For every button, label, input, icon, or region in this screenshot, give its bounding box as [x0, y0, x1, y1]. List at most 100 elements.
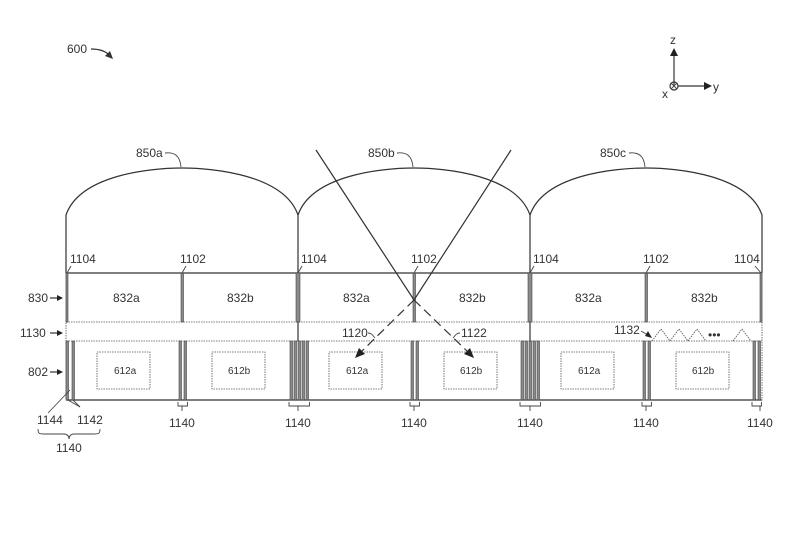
light-rays: 1120 1122 — [315, 149, 512, 358]
leader-1142a — [67, 399, 81, 408]
sensor-612a — [96, 351, 151, 390]
filter-label: 832b — [227, 291, 254, 305]
filter-label: 832b — [691, 291, 718, 305]
isolation-stripe — [642, 340, 646, 401]
isolation-label-1140: 1140 — [633, 416, 659, 430]
diffraction-teeth — [651, 328, 707, 342]
isolation-stripe — [532, 340, 536, 401]
diffraction-arrowhead — [645, 331, 652, 338]
lens-leader-850a — [164, 152, 182, 168]
sensor-612b — [211, 351, 266, 390]
filter-walls — [65, 272, 763, 341]
sensor-label: 612b — [228, 366, 251, 377]
layer-arrowhead — [57, 295, 63, 301]
wall-leader — [754, 265, 762, 274]
x-axis-label: x — [662, 87, 668, 101]
filter-label: 832a — [343, 291, 370, 305]
isolation-brace — [409, 402, 420, 411]
lens-label-850a: 850a — [136, 146, 163, 160]
y-axis-arrowhead — [704, 82, 712, 90]
isolation-brace — [641, 402, 652, 411]
layer-labels: 830 1130 802 — [20, 291, 63, 379]
wall-1104 — [295, 272, 301, 323]
wall-1102 — [644, 272, 648, 323]
isolation-stripe — [528, 340, 532, 401]
wall-label-1102: 1102 — [411, 252, 437, 266]
isolation-stripe — [410, 340, 414, 401]
ray-1122-arrowhead — [464, 348, 474, 358]
lens-label-850c: 850c — [600, 146, 626, 160]
sensor-boxes: 612a 612b 612a 612b 612a 612b — [96, 351, 730, 390]
lens-850c — [529, 167, 763, 273]
layer-arrowhead — [57, 369, 63, 375]
layer-arrowhead — [57, 330, 63, 336]
ray-label-1122: 1122 — [461, 326, 487, 340]
leader-1142b — [72, 399, 81, 408]
wall-1102 — [180, 272, 184, 323]
wall-1104 — [65, 272, 69, 323]
isolation-brace — [751, 402, 762, 411]
wall-leader — [645, 265, 651, 274]
diffraction-grating: 1132 ••• — [614, 323, 752, 342]
isolation-stripe — [71, 340, 75, 401]
isolation-stripe — [305, 340, 309, 401]
ray-label-1120: 1120 — [342, 326, 368, 340]
isolation-structures — [65, 340, 761, 401]
sensor-612b — [675, 351, 730, 390]
isolation-stripe — [301, 340, 305, 401]
isolation-detail: 1144 1142 1140 — [37, 389, 103, 455]
sensor-612a — [560, 351, 615, 390]
leader-1144 — [47, 389, 71, 414]
isolation-brace — [177, 402, 188, 411]
isolation-stripe — [757, 340, 761, 401]
axis-triad: z y x — [662, 33, 719, 101]
figure-ref-label: 600 — [67, 42, 87, 56]
diffraction-teeth-end — [732, 328, 752, 342]
lens-850b — [297, 167, 531, 273]
isolation-label-1140: 1140 — [401, 416, 427, 430]
isolation-stripe — [415, 340, 419, 401]
isolation-stripe — [178, 340, 182, 401]
z-axis-arrowhead — [670, 48, 678, 56]
layer-label-802: 802 — [28, 365, 48, 379]
x-axis-into-page-icon — [669, 81, 679, 91]
figure-ref-arrowhead — [105, 51, 113, 59]
lens-leader-850b — [396, 152, 414, 168]
sensor-label: 612a — [346, 366, 369, 377]
wall-leader — [181, 265, 187, 274]
isolation-label-1140: 1140 — [169, 416, 195, 430]
isolation-stripe — [297, 340, 301, 401]
wall-label-1102: 1102 — [643, 252, 669, 266]
layer-label-830: 830 — [28, 291, 48, 305]
filter-labels: 832a 832b 832a 832b 832a 832b — [113, 291, 718, 305]
wall-1104 — [759, 272, 763, 323]
ray-leader-1122 — [452, 332, 461, 339]
isolation-label-1140: 1140 — [285, 416, 311, 430]
isolation-stripe — [293, 340, 297, 401]
wall-label-1102: 1102 — [180, 252, 206, 266]
ellipsis: ••• — [708, 328, 721, 342]
y-axis-label: y — [713, 80, 719, 94]
ray-right-incident — [413, 149, 512, 301]
wall-leader — [413, 265, 419, 274]
wall-leader — [529, 265, 535, 274]
wall-leader — [297, 265, 303, 274]
wall-1104 — [527, 272, 533, 323]
isolation-stripe — [752, 340, 756, 401]
sensor-612a — [328, 351, 383, 390]
lens-leader-850c — [628, 152, 646, 168]
wall-label-1104: 1104 — [533, 252, 559, 266]
ray-1120-arrowhead — [355, 348, 365, 358]
isolation-brace — [519, 402, 541, 411]
ray-left-incident — [315, 149, 415, 301]
isolation-brace — [288, 402, 310, 411]
label-1144: 1144 — [37, 413, 63, 427]
isolation-stripe — [65, 340, 69, 401]
filter-label: 832a — [113, 291, 140, 305]
isolation-stripe — [183, 340, 187, 401]
filter-label: 832b — [459, 291, 486, 305]
wall-label-1104: 1104 — [734, 252, 760, 266]
lens-array: 850a 850b 850c — [65, 146, 763, 273]
